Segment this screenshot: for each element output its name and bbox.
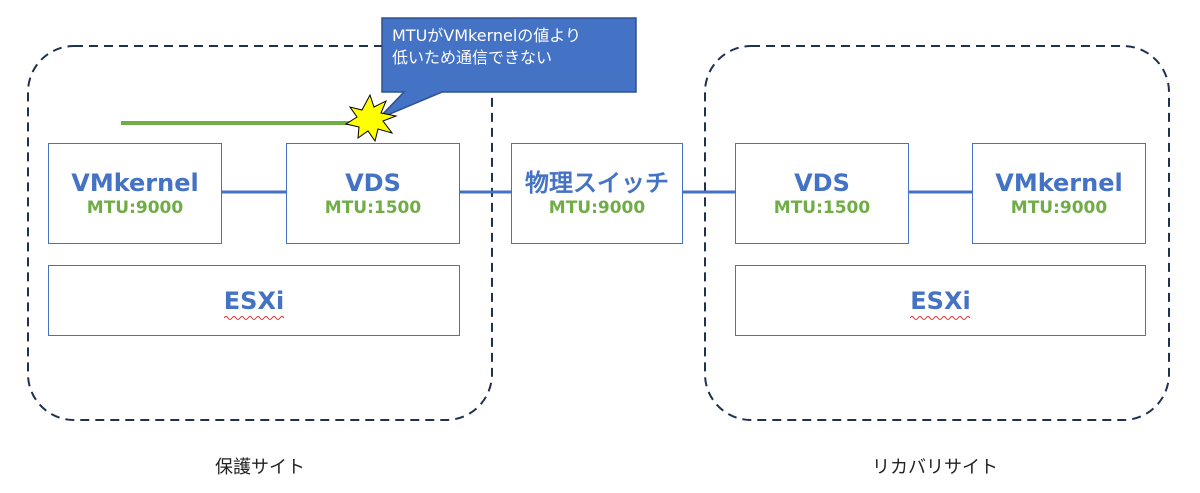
recovery-esxi-box: ESXi <box>735 265 1146 336</box>
recovery-vmkernel-title: VMkernel <box>995 168 1123 197</box>
spellcheck-squiggle <box>910 315 971 320</box>
protected-vds-box: VDS MTU:1500 <box>286 143 460 244</box>
protected-esxi-box: ESXi <box>48 265 460 336</box>
recovery-esxi-label: ESXi <box>910 286 971 320</box>
spellcheck-squiggle <box>223 315 284 320</box>
protected-esxi-label: ESXi <box>223 286 285 320</box>
physical-switch-mtu: MTU:9000 <box>548 197 646 218</box>
protected-site-label: 保護サイト <box>215 457 305 478</box>
recovery-esxi-text: ESXi <box>910 286 971 315</box>
protected-site-boundary <box>27 45 493 421</box>
recovery-site-label: リカバリサイト <box>872 457 998 478</box>
physical-switch-title: 物理スイッチ <box>525 168 669 197</box>
physical-switch-box: 物理スイッチ MTU:9000 <box>511 143 683 244</box>
recovery-vds-title: VDS <box>794 168 850 197</box>
protected-vmkernel-mtu: MTU:9000 <box>86 197 184 218</box>
callout-line-2: 低いため通信できない <box>392 48 553 67</box>
protected-esxi-text: ESXi <box>223 286 285 315</box>
protected-vmkernel-title: VMkernel <box>71 168 199 197</box>
callout-balloon <box>377 17 637 120</box>
recovery-vmkernel-mtu: MTU:9000 <box>1010 197 1108 218</box>
recovery-site-boundary <box>704 45 1170 421</box>
recovery-vmkernel-box: VMkernel MTU:9000 <box>972 143 1146 244</box>
callout-text-block: MTUがVMkernelの値より 低いため通信できない <box>392 25 581 69</box>
protected-vds-title: VDS <box>345 168 401 197</box>
callout-line-1: MTUがVMkernelの値より <box>392 26 581 45</box>
collision-burst-icon <box>344 93 398 143</box>
recovery-vds-mtu: MTU:1500 <box>773 197 871 218</box>
protected-vds-mtu: MTU:1500 <box>324 197 422 218</box>
recovery-vds-box: VDS MTU:1500 <box>735 143 909 244</box>
protected-vmkernel-box: VMkernel MTU:9000 <box>48 143 222 244</box>
